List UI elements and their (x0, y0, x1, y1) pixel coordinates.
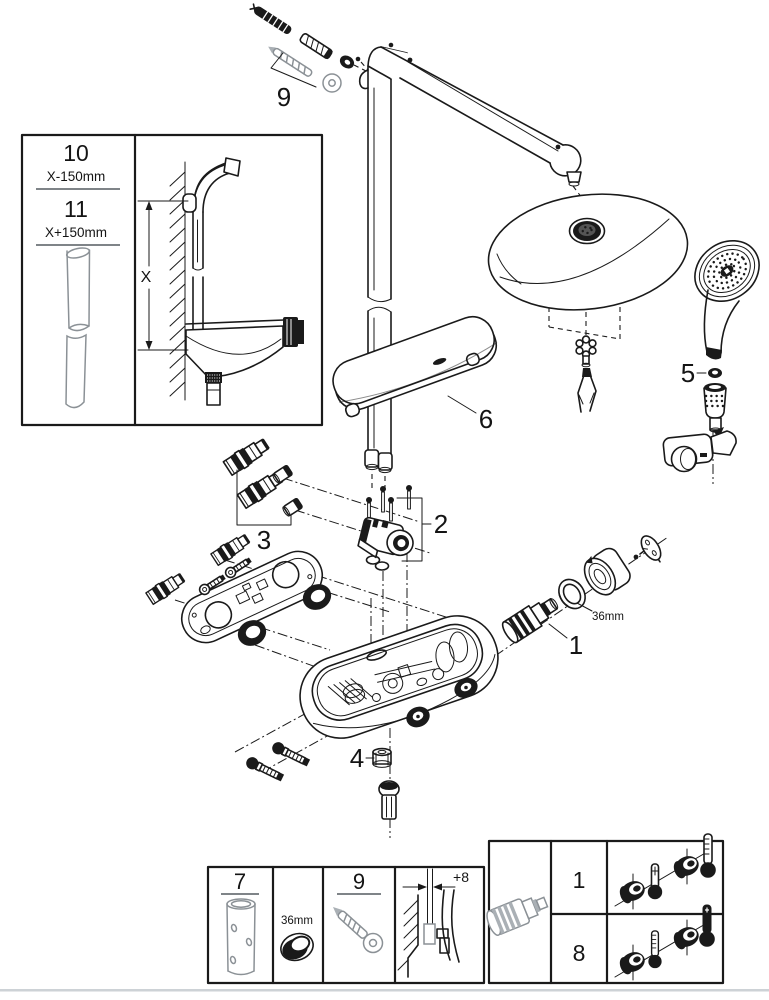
callout-wall-fixing: 9 (277, 82, 291, 112)
wall-fixing-assembly (249, 3, 394, 93)
calibration-row-b-num: 8 (573, 940, 586, 966)
callout-1-leader (548, 623, 568, 639)
spare-parts-box: 7 36mm 9 +8 (206, 865, 486, 985)
calibration-row-a-num: 1 (573, 867, 586, 893)
alt-screw-gray (268, 46, 313, 77)
callout-2-bracket (396, 497, 423, 562)
spare-tube-num: 7 (234, 869, 246, 894)
callout-diverter: 2 (434, 509, 448, 539)
cartridge-size-label: 36mm (592, 611, 624, 623)
offset-label: +8 (453, 869, 469, 885)
flange-rings (237, 584, 332, 646)
option-a-num: 10 (63, 140, 89, 166)
spare-ring-size: 36mm (281, 915, 313, 927)
callout-6-leader (447, 395, 477, 414)
callout-check-valves: 3 (257, 525, 271, 555)
cap-disc (640, 535, 662, 563)
x-dimension (137, 200, 189, 351)
thermostat-cartridge-group (501, 535, 662, 644)
callout-plug: 4 (350, 743, 364, 773)
valve-body (357, 516, 414, 559)
hand-shower (662, 239, 760, 473)
check-valves-group (222, 434, 304, 526)
mixer-body-group (244, 615, 499, 784)
shelf (332, 315, 498, 418)
height-reference-box (20, 133, 324, 427)
escutcheon-plate (180, 550, 324, 644)
escutcheon-plate-group (144, 531, 332, 646)
service-tool (577, 368, 597, 413)
offset-diagram (397, 868, 460, 978)
head-shower-nut (575, 335, 597, 368)
plug-cap (378, 780, 400, 820)
callout-3-bracket (236, 469, 292, 526)
plug-group (365, 747, 400, 820)
option-a-dim: X-150mm (47, 169, 106, 184)
calibration-row-b (614, 904, 716, 981)
shelf-side-view (185, 317, 304, 406)
size-36-leader (576, 602, 593, 612)
head-shower (487, 193, 689, 413)
page-edge-line (0, 989, 769, 992)
rail-tube-illustration (65, 247, 91, 409)
screw-illustration (333, 907, 384, 954)
cartridge-gray-illustration (486, 896, 549, 936)
callout-9-leader (270, 52, 317, 88)
spare-screw-num: 9 (353, 869, 365, 894)
hand-shower-holder (662, 427, 737, 473)
diverter-valve-group (357, 485, 432, 571)
cartridge (501, 598, 559, 644)
ring-36mm-illustration (280, 932, 314, 962)
callout-seal: 5 (681, 358, 695, 388)
x-axis-label: X (141, 269, 152, 286)
option-b-dim: X+150mm (45, 225, 107, 240)
plug-nut (372, 747, 392, 768)
callout-shelf: 6 (479, 404, 493, 434)
grommet (339, 55, 355, 69)
rail-side-view (182, 157, 241, 331)
callout-labels: 9 6 5 3 2 1 36mm 4 10 X-150mm 11 X+150mm… (45, 82, 695, 773)
option-b-num: 11 (64, 196, 88, 222)
calibration-row-a (614, 833, 717, 910)
hose-connector (703, 383, 727, 433)
tube-illustration (226, 898, 256, 976)
calibration-box: 1 8 (486, 833, 725, 985)
callout-cartridge: 1 (569, 630, 583, 660)
wall-plug (299, 33, 333, 60)
valve-screws (366, 485, 412, 522)
cartridge-cap (583, 547, 631, 596)
alt-washer-gray (322, 73, 342, 93)
stop-ring-36mm (558, 578, 586, 610)
hand-shower-head (694, 239, 760, 303)
